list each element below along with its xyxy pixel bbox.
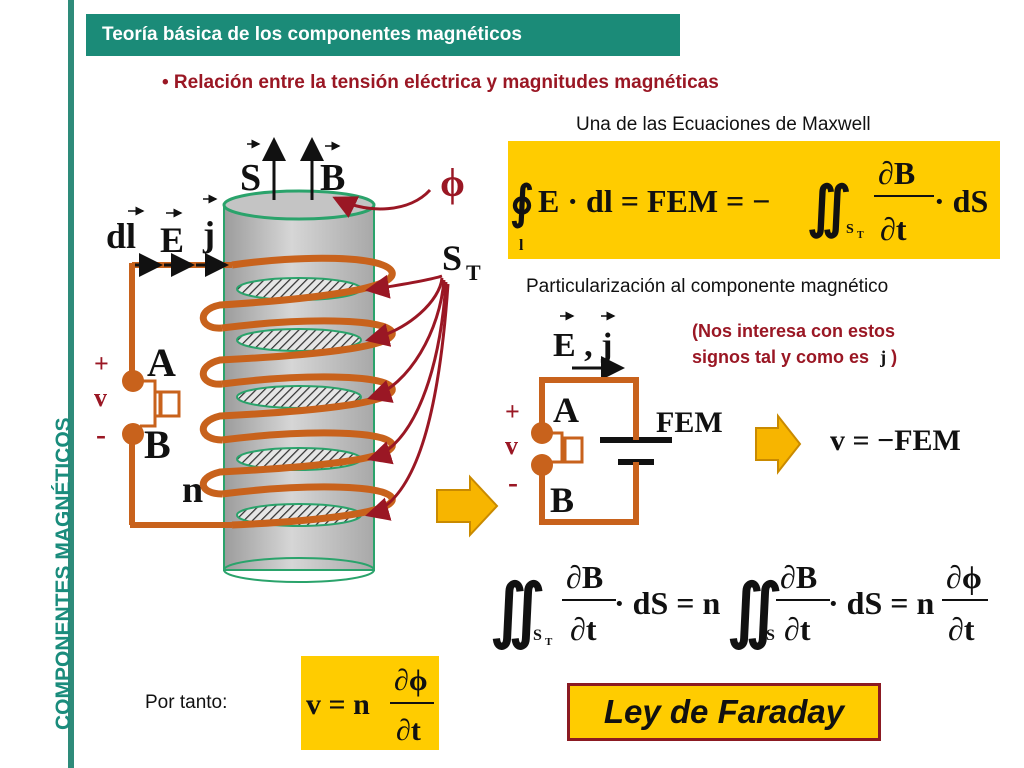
circuit-v-label: v (505, 431, 518, 460)
flux-den2: ∂t (784, 611, 811, 647)
v-label: v (94, 383, 107, 412)
maxwell-equation-box (508, 141, 1000, 259)
flux-num1: ∂B (566, 559, 603, 595)
maxwell-sub-l: l (519, 237, 524, 254)
circuit-terminal-A (531, 422, 553, 444)
interest-note-close: ) (891, 347, 898, 367)
voltmeter-box (159, 390, 181, 418)
ST-subscript: T (466, 260, 481, 285)
faraday-equation: v = n ∂ϕ ∂t (306, 664, 434, 747)
A-label: A (147, 340, 176, 385)
interest-note-line1: (Nos interesa con estos (692, 321, 896, 341)
flux-den1: ∂t (570, 611, 597, 647)
faraday-den: ∂t (396, 714, 421, 747)
flux-integral-2: ∬ (727, 573, 782, 650)
flux-sub-S2: S (766, 627, 775, 644)
flux-sub-T1: T (545, 636, 553, 648)
faraday-num: ∂ϕ (394, 664, 428, 697)
core-bottom-edge (223, 557, 375, 583)
circuit-B-label: B (550, 480, 574, 520)
circuit-voltmeter-box (563, 436, 584, 464)
flux-den3: ∂t (948, 611, 975, 647)
right-arrow-2 (755, 413, 802, 475)
ST-label: S (442, 238, 462, 278)
flux-mid2: · dS = n (828, 585, 935, 621)
maxwell-contour-integral: ∮ (510, 177, 534, 229)
particular-caption: Particularización al componente magnétic… (526, 276, 889, 297)
circuit-Ej-label: E , j (553, 327, 613, 364)
right-arrow-1 (436, 474, 499, 538)
slide-header: Teoría básica de los componentes magnéti… (86, 14, 680, 56)
interest-note-text: signos tal y como es (692, 347, 870, 367)
equivalent-circuit: E , j A B FEM + v - (505, 311, 723, 525)
section-2 (236, 328, 362, 352)
B-flux-label: B (320, 157, 345, 199)
B-node-label: B (144, 422, 171, 467)
terminal-A (122, 370, 144, 392)
side-accent-bar (68, 0, 74, 768)
phi-label: ϕ (440, 160, 465, 205)
voltmeter-symbol (140, 379, 162, 428)
flux-num3: ∂ϕ (946, 559, 982, 595)
flux-sub-S1: S (533, 627, 542, 644)
circuit-voltmeter-lead (549, 431, 564, 464)
maxwell-equation: ∮ l E · dl = FEM = − ∬ S T ∂B ∂t · dS (510, 155, 988, 254)
terminal-B (122, 423, 144, 445)
phi-arrow (332, 188, 432, 218)
interest-note-line2: signos tal y como es j ) (692, 344, 897, 370)
E-label: E (160, 220, 184, 260)
v-fem-equation: v = −FEM (830, 424, 961, 457)
circuit-FEM-label: FEM (656, 406, 723, 439)
interest-note-symbol: j (880, 347, 887, 367)
n-label: n (182, 469, 203, 511)
circuit-plus-label: + (505, 397, 520, 426)
maxwell-surface-integral: ∬ (807, 177, 851, 239)
circuit-minus-label: - (508, 466, 518, 499)
magnetic-core-diagram: S B ϕ dl E j A B n + v - (94, 137, 481, 583)
maxwell-num: ∂B (878, 155, 915, 191)
faraday-lhs: v = n (306, 688, 370, 721)
circuit-A-label: A (553, 390, 579, 430)
dl-label: dl (106, 216, 136, 256)
maxwell-lhs: E · dl = FEM = − (538, 183, 771, 219)
flux-integral-1: ∬ (490, 573, 545, 650)
maxwell-den: ∂t (880, 211, 907, 247)
plus-label: + (94, 349, 109, 378)
circuit-terminal-B (531, 454, 553, 476)
maxwell-caption: Una de las Ecuaciones de Maxwell (576, 114, 871, 135)
ley-de-faraday-box: Ley de Faraday (567, 683, 881, 741)
ST-arrows (365, 274, 450, 521)
S-label: S (240, 157, 261, 199)
maxwell-sub-T: T (857, 230, 864, 241)
j-label: j (202, 214, 215, 254)
interest-note: (Nos interesa con estos signos tal y com… (692, 318, 897, 370)
slide-subtitle: • Relación entre la tensión eléctrica y … (162, 72, 719, 93)
flux-equation: ∬ S T ∂B ∂t · dS = n ∬ S ∂B ∂t · dS = n … (490, 559, 988, 650)
maxwell-sub-S: S (846, 222, 854, 237)
por-tanto-label: Por tanto: (145, 692, 228, 713)
flux-mid1: · dS = n (614, 585, 721, 621)
flux-num2: ∂B (780, 559, 817, 595)
maxwell-rhs: · dS (934, 183, 988, 219)
minus-label: - (96, 418, 106, 451)
